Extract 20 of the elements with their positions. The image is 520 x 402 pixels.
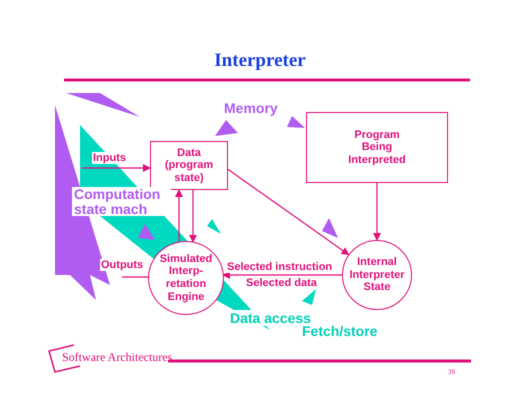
arrow [373,183,381,241]
footer-text: Software Architectures [62,350,172,365]
arrow [175,189,183,242]
arrow [228,168,350,256]
edge-label: Outputs [100,259,144,271]
arrow [82,164,151,172]
process-box: Program Being Interpreted [306,112,448,183]
title: Interpreter [213,50,307,72]
edge-label: Inputs [92,152,127,164]
edge-label: Selected instruction [226,261,334,273]
process-circle: Internal Interpreter State [342,240,412,310]
region-label: Fetch/store [300,323,380,339]
memory-label: Memory [222,100,280,116]
text-label: Selected data [244,277,319,289]
region-label: Computation state mach [72,187,171,216]
arrow [222,271,342,279]
process-box: Data (program state) [150,141,228,190]
arrow [189,190,197,243]
region-label: Data access [228,310,313,326]
process-circle: Simulated Interp- retation Engine [148,241,224,315]
